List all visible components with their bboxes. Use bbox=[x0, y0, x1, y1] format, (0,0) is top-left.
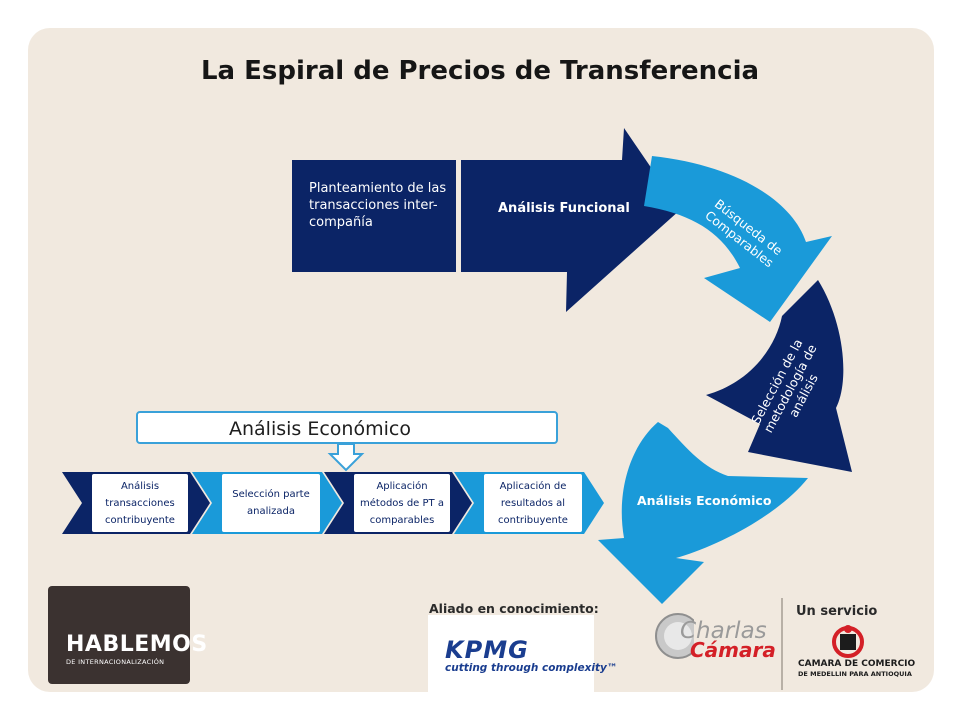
camara-wordmark: Cámara bbox=[690, 638, 776, 662]
footer-divider bbox=[781, 598, 783, 690]
substep-4-label: Aplicación de resultados al contribuyent… bbox=[498, 481, 568, 526]
camara-comercio-name: CAMARA DE COMERCIO bbox=[798, 659, 916, 669]
kpmg-tagline: cutting through complexity™ bbox=[445, 662, 618, 674]
step-planteamiento-box: Planteamiento de las transacciones inter… bbox=[292, 160, 456, 272]
charlas-wordmark: Charlas bbox=[680, 618, 767, 644]
camara-comercio-city: DE MEDELLIN PARA ANTIOQUIA bbox=[798, 670, 912, 678]
aliado-label: Aliado en conocimiento: bbox=[429, 601, 599, 616]
page-title: La Espiral de Precios de Transferencia bbox=[200, 56, 760, 86]
step-seleccion-metodologia-arrow bbox=[706, 280, 852, 472]
substep-1-label: Análisis transacciones contribuyente bbox=[105, 481, 175, 526]
step-busqueda-comparables-arrow bbox=[644, 156, 832, 322]
step-analisis-funcional-arrow bbox=[461, 128, 680, 312]
substep-2-label: Selección parte analizada bbox=[232, 489, 310, 517]
step-analisis-funcional-label: Análisis Funcional bbox=[498, 201, 630, 216]
charlas-camara-logo-icon bbox=[655, 613, 694, 659]
step-analisis-economico-arrow bbox=[598, 422, 808, 604]
servicio-label: Un servicio bbox=[796, 604, 878, 619]
kpmg-logo bbox=[428, 615, 594, 693]
down-arrow-icon bbox=[327, 443, 365, 472]
economic-analysis-header: Análisis Económico bbox=[136, 411, 558, 444]
substep-3-label: Aplicación métodos de PT a comparables bbox=[360, 481, 444, 526]
step-analisis-economico-label: Análisis Económico bbox=[637, 493, 772, 508]
camara-comercio-logo-icon bbox=[832, 625, 864, 658]
hablemos-subtitle: DE INTERNACIONALIZACIÓN bbox=[66, 658, 165, 666]
hablemos-title: HABLEMOS bbox=[66, 632, 208, 657]
kpmg-wordmark: KPMG bbox=[445, 636, 529, 664]
hablemos-logo bbox=[48, 586, 190, 684]
